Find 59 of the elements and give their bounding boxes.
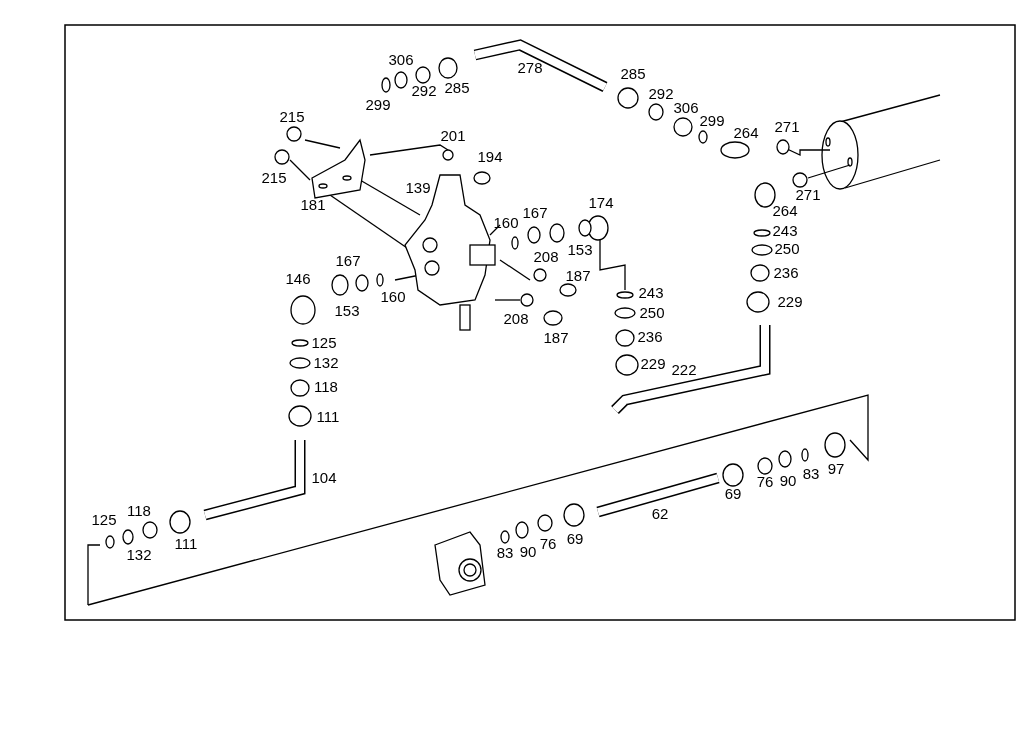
callout-number: 299 bbox=[699, 113, 725, 129]
callout-number: 125 bbox=[311, 335, 337, 351]
callout-number: 187 bbox=[565, 268, 591, 284]
callout-number: 111 bbox=[174, 536, 198, 552]
callout-number: 306 bbox=[388, 52, 414, 68]
callout-number: 222 bbox=[671, 362, 697, 378]
callout-number: 181 bbox=[300, 197, 326, 213]
callout-number: 97 bbox=[827, 461, 845, 477]
callout-number: 250 bbox=[639, 305, 665, 321]
callout-number: 125 bbox=[91, 512, 117, 528]
callout-number: 243 bbox=[638, 285, 664, 301]
callout-number: 278 bbox=[517, 60, 543, 76]
callout-number: 118 bbox=[314, 379, 338, 395]
callout-number: 160 bbox=[380, 289, 406, 305]
callout-number: 62 bbox=[651, 506, 669, 522]
callout-number: 104 bbox=[311, 470, 337, 486]
callout-number: 208 bbox=[533, 249, 559, 265]
callout-number: 83 bbox=[496, 545, 514, 561]
callout-number: 250 bbox=[774, 241, 800, 257]
callout-number: 153 bbox=[334, 303, 360, 319]
callout-number: 229 bbox=[777, 294, 803, 310]
callout-number: 285 bbox=[620, 66, 646, 82]
callout-number: 167 bbox=[335, 253, 361, 269]
callout-number: 215 bbox=[279, 109, 305, 125]
callout-number: 187 bbox=[543, 330, 569, 346]
callout-number: 264 bbox=[733, 125, 759, 141]
callout-number: 174 bbox=[588, 195, 614, 211]
callout-number: 69 bbox=[724, 486, 742, 502]
callout-number: 90 bbox=[519, 544, 537, 560]
callout-number: 208 bbox=[503, 311, 529, 327]
callout-number: 90 bbox=[779, 473, 797, 489]
callout-number: 139 bbox=[405, 180, 431, 196]
callout-number: 132 bbox=[126, 547, 152, 563]
callout-number: 111 bbox=[316, 409, 340, 425]
callout-number: 201 bbox=[440, 128, 466, 144]
callout-number: 229 bbox=[640, 356, 666, 372]
callout-number: 243 bbox=[772, 223, 798, 239]
callout-number: 236 bbox=[637, 329, 663, 345]
callout-number: 83 bbox=[802, 466, 820, 482]
callout-number: 118 bbox=[127, 503, 151, 519]
callout-number: 306 bbox=[673, 100, 699, 116]
callout-number: 285 bbox=[444, 80, 470, 96]
callout-number: 264 bbox=[772, 203, 798, 219]
callout-number: 292 bbox=[411, 83, 437, 99]
callout-number: 299 bbox=[365, 97, 391, 113]
callout-number: 271 bbox=[774, 119, 800, 135]
callout-number: 69 bbox=[566, 531, 584, 547]
callout-number: 194 bbox=[477, 149, 503, 165]
callout-number: 215 bbox=[261, 170, 287, 186]
callout-number: 271 bbox=[795, 187, 821, 203]
callout-number: 76 bbox=[539, 536, 557, 552]
callout-number: 160 bbox=[493, 215, 519, 231]
callout-number: 146 bbox=[285, 271, 311, 287]
callout-number: 132 bbox=[313, 355, 339, 371]
callout-number: 167 bbox=[522, 205, 548, 221]
callout-number: 76 bbox=[756, 474, 774, 490]
callout-number: 236 bbox=[773, 265, 799, 281]
callout-number: 292 bbox=[648, 86, 674, 102]
callout-number: 153 bbox=[567, 242, 593, 258]
